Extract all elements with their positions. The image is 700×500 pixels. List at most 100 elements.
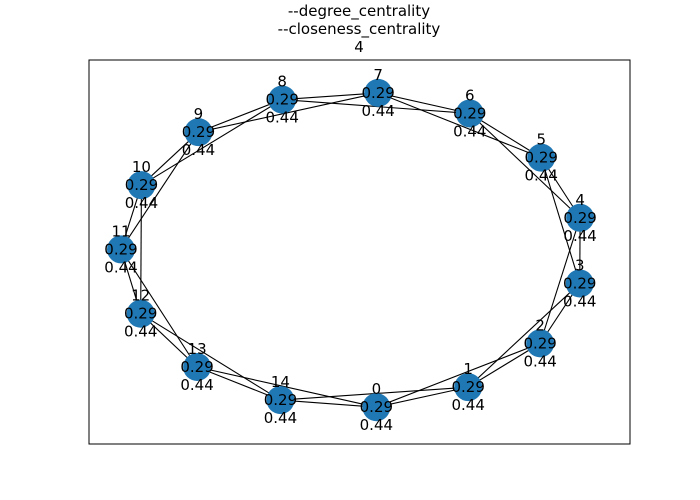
edge-4-6 [469, 113, 581, 219]
node-id-label: 10 [132, 158, 151, 176]
figure-title: --degree_centrality --closeness_centrali… [278, 2, 441, 56]
node-id-label: 9 [194, 105, 204, 123]
node-degree-label: 0.29 [264, 391, 297, 409]
edge-7-8 [282, 92, 379, 101]
edge-1-3 [467, 283, 581, 388]
node-circle-12 [126, 299, 155, 328]
node-closeness-label: 0.44 [523, 352, 556, 370]
node-closeness-label: 0.44 [525, 167, 558, 185]
node-13: 130.290.44 [180, 340, 213, 394]
node-closeness-label: 0.44 [182, 141, 215, 159]
node-0: 00.290.44 [360, 380, 393, 434]
node-circle-13 [183, 353, 212, 382]
node-id-label: 12 [131, 287, 150, 305]
node-degree-label: 0.29 [525, 149, 558, 167]
node-circle-10 [127, 171, 156, 200]
node-id-label: 2 [535, 316, 545, 334]
node-7: 70.290.44 [361, 66, 394, 120]
node-circle-3 [565, 269, 594, 298]
node-11: 110.290.44 [104, 222, 137, 276]
node-circle-14 [266, 386, 295, 415]
edge-9-11 [120, 131, 199, 250]
node-3: 30.290.44 [563, 256, 596, 310]
node-degree-label: 0.29 [563, 209, 596, 227]
nodes-layer: 00.290.4410.290.4420.290.4430.290.4440.2… [104, 66, 597, 434]
node-14: 140.290.44 [264, 373, 297, 427]
node-closeness-label: 0.44 [180, 376, 213, 394]
edge-10-12 [140, 185, 142, 314]
node-degree-label: 0.29 [523, 334, 556, 352]
edge-14-0 [280, 399, 377, 408]
node-circle-5 [527, 143, 556, 172]
node-5: 50.290.44 [525, 131, 558, 185]
edge-6-7 [378, 92, 470, 115]
node-closeness-label: 0.44 [124, 323, 157, 341]
node-circle-2 [526, 329, 555, 358]
node-closeness-label: 0.44 [563, 227, 596, 245]
node-circle-1 [454, 373, 483, 402]
node-id-label: 6 [465, 86, 475, 104]
title-line-3: 4 [354, 38, 364, 56]
node-closeness-label: 0.44 [563, 292, 596, 310]
plot-frame [88, 59, 631, 445]
node-id-label: 14 [271, 373, 290, 391]
node-9: 90.290.44 [182, 105, 215, 159]
node-id-label: 5 [536, 131, 546, 149]
edge-12-14 [140, 313, 281, 401]
node-closeness-label: 0.44 [453, 122, 486, 140]
edge-1-2 [467, 342, 541, 388]
node-degree-label: 0.29 [360, 398, 393, 416]
node-id-label: 11 [111, 222, 130, 240]
node-1: 10.290.44 [452, 360, 485, 414]
node-degree-label: 0.29 [361, 84, 394, 102]
title-line-2: --closeness_centrality [278, 20, 441, 39]
node-circle-4 [566, 203, 595, 232]
node-closeness-label: 0.44 [264, 409, 297, 427]
node-id-label: 13 [188, 340, 207, 358]
node-degree-label: 0.29 [265, 91, 298, 109]
node-id-label: 1 [463, 360, 473, 378]
node-closeness-label: 0.44 [125, 194, 158, 212]
node-8: 80.290.44 [265, 73, 298, 127]
node-2: 20.290.44 [523, 316, 556, 370]
edge-7-9 [198, 92, 379, 133]
node-id-label: 3 [575, 256, 585, 274]
node-id-label: 8 [277, 73, 287, 91]
node-closeness-label: 0.44 [265, 109, 298, 127]
node-degree-label: 0.29 [453, 104, 486, 122]
node-10: 100.290.44 [125, 158, 158, 212]
edge-8-10 [141, 99, 283, 186]
edge-5-7 [377, 92, 542, 159]
node-circle-11 [107, 235, 136, 264]
node-circle-0 [362, 393, 391, 422]
title-line-1: --degree_centrality [288, 2, 430, 21]
node-closeness-label: 0.44 [452, 396, 485, 414]
edge-0-2 [376, 342, 541, 408]
node-circle-6 [455, 99, 484, 128]
edge-13-14 [196, 366, 281, 401]
edge-13-0 [196, 366, 377, 408]
node-degree-label: 0.29 [180, 358, 213, 376]
edge-2-4 [539, 217, 581, 344]
node-degree-label: 0.29 [124, 305, 157, 323]
node-12: 120.290.44 [124, 287, 157, 341]
node-6: 60.290.44 [453, 86, 486, 140]
node-degree-label: 0.29 [104, 240, 137, 258]
edge-8-9 [198, 99, 283, 133]
edge-0-1 [376, 386, 469, 408]
node-circle-9 [184, 118, 213, 147]
edge-3-5 [540, 157, 581, 284]
node-degree-label: 0.29 [182, 123, 215, 141]
node-closeness-label: 0.44 [361, 102, 394, 120]
node-id-label: 0 [372, 380, 382, 398]
node-circle-7 [364, 78, 393, 107]
edge-11-13 [120, 249, 198, 368]
node-degree-label: 0.29 [563, 274, 596, 292]
node-id-label: 7 [373, 66, 383, 84]
node-circle-8 [268, 85, 297, 114]
node-degree-label: 0.29 [452, 378, 485, 396]
node-degree-label: 0.29 [125, 176, 158, 194]
node-4: 40.290.44 [563, 191, 596, 245]
node-closeness-label: 0.44 [104, 258, 137, 276]
